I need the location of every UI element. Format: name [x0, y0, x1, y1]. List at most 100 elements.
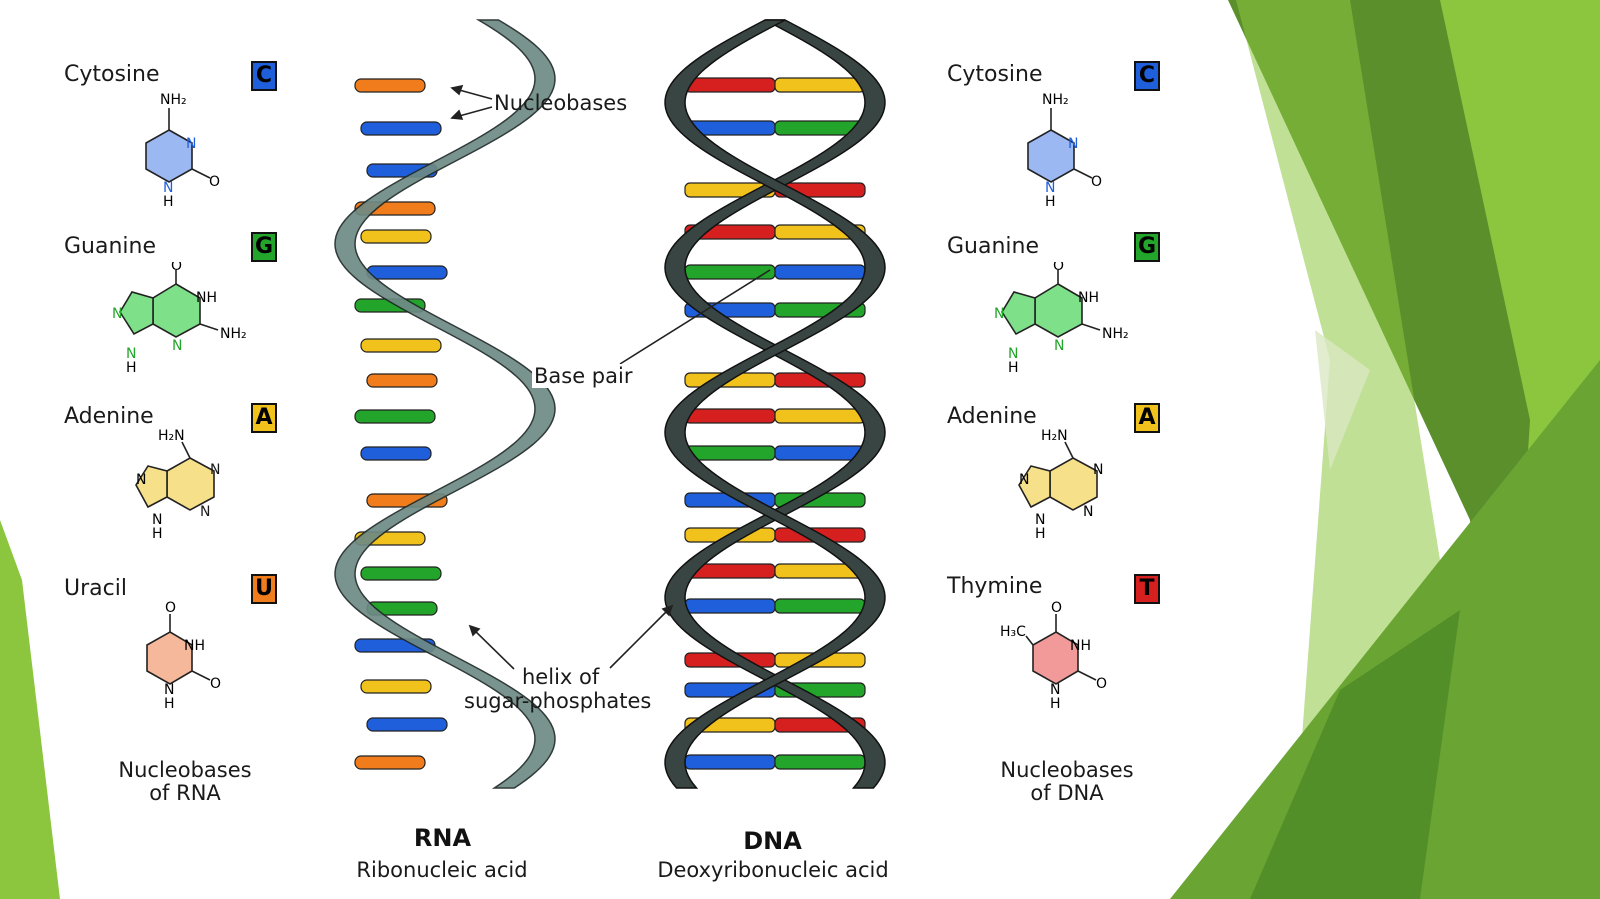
dna-subtitle: Deoxyribonucleic acid: [657, 858, 889, 882]
svg-text:NH: NH: [1078, 290, 1099, 306]
rna-backbone: [334, 19, 556, 789]
dna-guanine-molecule: O NH NH₂ N N N H: [994, 262, 1129, 376]
svg-text:NH: NH: [1070, 638, 1091, 654]
rna-adenine-label: Adenine: [64, 404, 154, 429]
helix-annotation-line2: sugar-phosphates: [464, 689, 652, 713]
svg-text:O: O: [209, 174, 220, 190]
dna-base-right-0: [774, 77, 866, 93]
rna-nucleobases-caption: Nucleobases of RNA: [100, 759, 270, 805]
right-green-shape-5: [1250, 610, 1460, 899]
dna-adenine-badge: A: [1134, 403, 1160, 433]
dna-base-left-12: [684, 598, 776, 614]
svg-text:NH: NH: [184, 638, 205, 654]
svg-text:H: H: [1008, 360, 1019, 376]
svg-text:N: N: [1008, 346, 1018, 362]
rna-base-13: [360, 566, 442, 581]
svg-text:O: O: [165, 600, 176, 616]
svg-text:O: O: [1096, 676, 1107, 692]
dna-base-left-7: [684, 408, 776, 424]
dna-nucleobases-caption: Nucleobases of DNA: [982, 759, 1152, 805]
helix-pointer-rna: [469, 625, 515, 670]
rna-subtitle: Ribonucleic acid: [356, 858, 528, 882]
rna-caption-line1: Nucleobases: [118, 758, 252, 782]
svg-text:N: N: [1054, 338, 1064, 354]
svg-text:N: N: [210, 462, 220, 478]
rna-cytosine-label: Cytosine: [64, 62, 160, 87]
svg-text:N: N: [1050, 682, 1060, 698]
dna-helix: [664, 19, 886, 789]
svg-text:N: N: [152, 512, 162, 528]
base-pair-annotation: Base pair: [532, 364, 635, 388]
svg-text:H₃C: H₃C: [1000, 624, 1026, 640]
right-green-highlight: [1315, 330, 1370, 470]
annotation-arrows: [450, 84, 771, 670]
dna-base-left-8: [684, 445, 776, 461]
rna-helix: [334, 19, 556, 789]
svg-text:NH₂: NH₂: [220, 326, 247, 342]
rna-title: RNA: [413, 824, 472, 852]
helix-arrowhead-rna: [468, 624, 481, 637]
dna-base-left-4: [684, 264, 776, 280]
rna-uracil-label: Uracil: [64, 576, 127, 601]
svg-text:H: H: [1045, 194, 1056, 208]
dna-caption-line2: of DNA: [1030, 781, 1104, 805]
svg-text:N: N: [186, 136, 196, 152]
dna-base-right-4: [774, 264, 866, 280]
svg-text:O: O: [210, 676, 221, 692]
svg-text:N: N: [172, 338, 182, 354]
left-green-sliver: [0, 520, 60, 899]
svg-text:N: N: [994, 306, 1004, 322]
rna-guanine-molecule: O NH NH₂ N N N H: [112, 262, 247, 376]
dna-caption-line1: Nucleobases: [1000, 758, 1134, 782]
dna-backbone-2: [664, 19, 886, 789]
svg-text:H₂N: H₂N: [158, 428, 185, 444]
rna-base-9: [354, 409, 436, 424]
dna-base-right-8: [774, 445, 866, 461]
rna-base-4: [360, 229, 432, 244]
svg-text:N: N: [1019, 472, 1029, 488]
svg-text:NH: NH: [196, 290, 217, 306]
dna-guanine-badge: G: [1134, 232, 1160, 262]
rna-base-17: [366, 717, 448, 732]
svg-text:O: O: [1053, 262, 1064, 274]
rna-uracil-badge: U: [251, 574, 277, 604]
svg-text:NH₂: NH₂: [160, 92, 187, 108]
svg-text:N: N: [163, 180, 173, 196]
svg-text:O: O: [1051, 600, 1062, 616]
svg-text:N: N: [126, 346, 136, 362]
rna-guanine-label: Guanine: [64, 234, 157, 259]
rna-base-10: [360, 446, 432, 461]
rna-cytosine-badge: C: [251, 61, 277, 91]
dna-adenine-molecule: H₂N N N N N H: [1018, 428, 1103, 542]
svg-text:N: N: [164, 682, 174, 698]
svg-text:N: N: [200, 504, 210, 520]
svg-text:H: H: [163, 194, 174, 208]
svg-text:N: N: [1083, 504, 1093, 520]
rna-base-8: [366, 373, 438, 388]
dna-base-left-0: [684, 77, 776, 93]
dna-cytosine-molecule: NH₂ N N H O: [1027, 92, 1102, 208]
svg-text:H: H: [1050, 696, 1061, 712]
rna-base-18: [354, 755, 426, 770]
rna-base-5: [366, 265, 448, 280]
rna-base-0: [354, 78, 426, 93]
dna-thymine-label: Thymine: [947, 574, 1043, 599]
helix-arrowhead-dna: [661, 604, 674, 617]
rna-base-7: [360, 338, 442, 353]
dna-title: DNA: [743, 827, 802, 855]
svg-text:H: H: [152, 526, 163, 542]
svg-text:N: N: [1035, 512, 1045, 528]
svg-text:N: N: [136, 472, 146, 488]
svg-text:H₂N: H₂N: [1041, 428, 1068, 444]
dna-thymine-molecule: O NH N H O H₃C: [1000, 600, 1107, 712]
rna-base-16: [360, 679, 432, 694]
dna-cytosine-label: Cytosine: [947, 62, 1043, 87]
svg-text:O: O: [171, 262, 182, 274]
rna-guanine-badge: G: [251, 232, 277, 262]
svg-text:H: H: [1035, 526, 1046, 542]
base-pair-pointer: [619, 269, 771, 365]
nucleobases-arrowhead-2: [450, 109, 464, 120]
nucleobases-arrowhead-1: [450, 84, 464, 96]
